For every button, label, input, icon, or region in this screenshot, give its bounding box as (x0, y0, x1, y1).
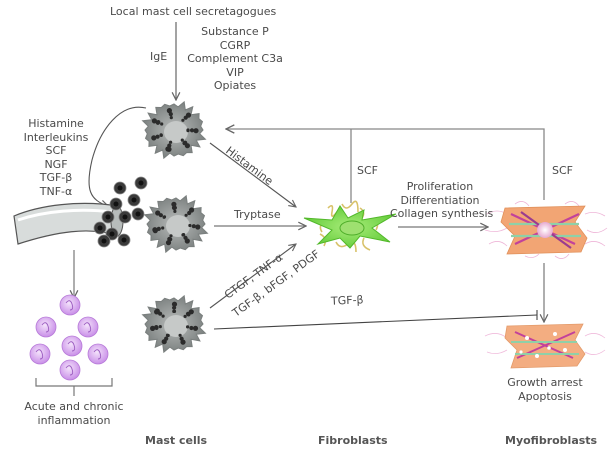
mediator-item: Interleukins (23, 130, 89, 144)
left-mediator-list: Histamine Interleukins SCF NGF TGF-β TNF… (16, 117, 96, 198)
granule-icon (93, 221, 107, 235)
granule-icon (117, 233, 131, 247)
mediator-item: SCF (45, 144, 67, 157)
inflammatory-cell-icon (29, 343, 51, 365)
granule-icon (113, 181, 127, 195)
granule-icon (131, 207, 145, 221)
secretagogue-item: CGRP (219, 38, 251, 52)
histamine-arrow (209, 142, 296, 207)
inflammatory-cell-icon (35, 316, 57, 338)
fate-item: Apoptosis (518, 389, 572, 403)
mediator-item: TGF-β (39, 171, 73, 184)
mediator-item: NGF (44, 157, 68, 171)
granule-icon (118, 210, 132, 224)
tgf-inhibition-label: TGF-β (330, 293, 364, 308)
secretagogue-item: Opiates (213, 79, 257, 92)
inflammatory-cell-icon (59, 294, 81, 316)
inflammatory-cell-icon (87, 343, 109, 365)
inflammatory-cell-icon (59, 359, 81, 381)
secretagogue-list: Substance P CGRP Complement C3a VIP Opia… (180, 25, 290, 93)
myofibroblast-cell-icon (484, 201, 608, 259)
column-header-fibroblasts: Fibroblasts (318, 434, 388, 447)
granule-icon (127, 193, 141, 207)
effect-item: Proliferation (406, 180, 474, 193)
granule-icon (105, 227, 119, 241)
mediator-feedback-arrow (88, 106, 147, 206)
scf-myofibroblast-label: SCF (552, 164, 573, 177)
inflammation-label: Acute and chronic inflammation (14, 400, 134, 427)
tryptase-label: Tryptase (234, 208, 281, 221)
inflammation-line-1: Acute and chronic (24, 400, 124, 413)
mediator-item: TNF-α (39, 184, 73, 198)
mast-cell-icon (141, 100, 207, 160)
fibroblast-cell-icon (303, 200, 397, 253)
secretagogue-item: VIP (226, 65, 244, 79)
granule-icon (101, 210, 115, 224)
growth-factor-arrow (209, 244, 296, 309)
secretagogue-item: Complement C3a (187, 52, 283, 65)
inflammation-bracket (35, 378, 113, 396)
secretagogues-title: Local mast cell secretagogues (110, 5, 277, 18)
apoptotic-myofibroblast-icon (484, 323, 606, 369)
mast-cell-icon (143, 194, 209, 254)
effect-item: Differentiation (400, 193, 480, 207)
column-header-myofibroblasts: Myofibroblasts (505, 434, 598, 447)
scf-fibroblast-label: SCF (357, 164, 378, 177)
mast-cell-icon (141, 294, 207, 354)
myofibroblast-fate-list: Growth arrest Apoptosis (495, 376, 595, 403)
granule-icon (134, 176, 148, 190)
inflammation-line-2: inflammation (37, 413, 111, 427)
tgf-inhibition-line (213, 314, 538, 330)
granule-icon (109, 197, 123, 211)
scf-feedback-arrow (226, 129, 545, 200)
inflammatory-cell-icon (77, 316, 99, 338)
secretagogue-item: Substance P (201, 25, 269, 38)
granule-icon (97, 234, 111, 248)
fibroblast-effects-list: Proliferation Differentiation Collagen s… (390, 180, 494, 221)
fate-item: Growth arrest (507, 376, 583, 389)
inflammatory-cell-icon (61, 335, 83, 357)
mediator-item: Histamine (28, 117, 84, 130)
column-header-mast-cells: Mast cells (145, 434, 208, 447)
ige-label: IgE (150, 50, 168, 63)
effect-item: Collagen synthesis (390, 207, 494, 220)
